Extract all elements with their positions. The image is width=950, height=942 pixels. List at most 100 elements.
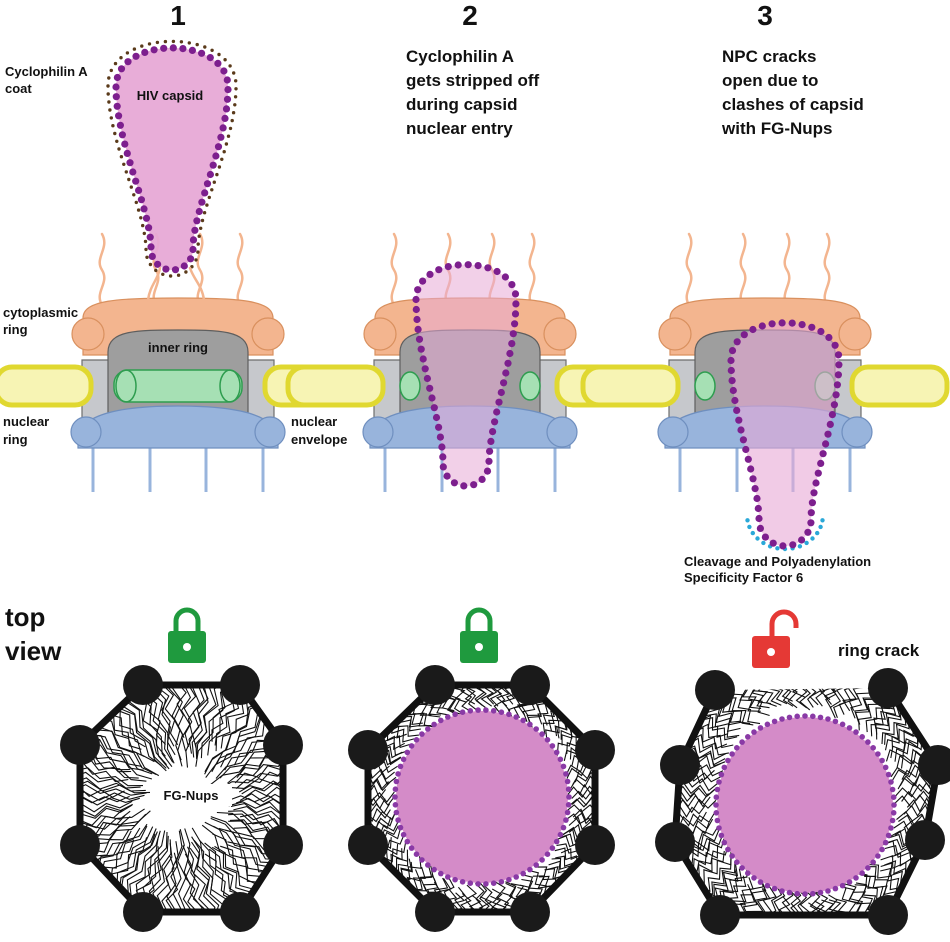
- capsid-dot: [215, 172, 219, 177]
- capsid-dot: [754, 504, 762, 513]
- cyclophilin-coat-label: Cyclophilin A coat: [5, 64, 91, 96]
- capsid-dot: [789, 541, 797, 549]
- capsid-dot: [127, 177, 131, 182]
- cytoplasmic-filament: [823, 232, 831, 307]
- capsid-dot: [506, 876, 512, 883]
- capsid-dot: [193, 217, 201, 225]
- capsid-dot: [196, 250, 200, 254]
- cpsf6-dot: [747, 524, 752, 530]
- capsid-dot: [769, 539, 777, 547]
- fg-nup-strand: [80, 808, 145, 839]
- capsid-dot: [501, 273, 509, 281]
- fg-nup-strand: [226, 795, 283, 806]
- capsid-cross-section: [396, 711, 568, 883]
- capsid-dot: [234, 79, 238, 83]
- capsid-dot: [393, 778, 400, 785]
- capsid-dot: [113, 61, 118, 66]
- capsid-dot: [808, 499, 817, 507]
- fg-nup-strand: [175, 685, 187, 738]
- capsid-dot: [716, 825, 722, 831]
- fg-nup-strand: [736, 879, 767, 915]
- capsid-dot: [563, 771, 569, 777]
- capsid-dot: [786, 889, 793, 896]
- capsid-dot: [888, 779, 894, 785]
- capsid-dot: [727, 356, 735, 365]
- capsid-dot: [510, 320, 519, 328]
- capsid-dot: [435, 266, 443, 274]
- nuclear-ring-bulb: [657, 416, 689, 448]
- capsid-dot: [853, 875, 859, 881]
- capsid-dot: [839, 721, 846, 728]
- capsid-dot: [824, 430, 832, 438]
- capsid-dot: [533, 862, 539, 868]
- capsid-dot: [889, 817, 896, 824]
- capsid-dot: [564, 809, 571, 816]
- capsid-dot: [430, 404, 438, 412]
- capsid-dot: [419, 857, 425, 863]
- fg-nup-strand: [233, 806, 283, 827]
- capsid-dot: [846, 879, 853, 885]
- capsid-dot: [735, 416, 743, 424]
- capsid-dot: [111, 124, 115, 128]
- capsid-dot: [757, 725, 764, 731]
- padlock-closed-icon: [168, 607, 206, 663]
- fg-nup-strand: [235, 797, 283, 813]
- capsid-dot: [459, 879, 466, 885]
- nuclear-ring-bulb: [254, 416, 286, 448]
- capsid-dot: [509, 330, 517, 338]
- capsid-dot: [203, 45, 207, 49]
- fg-nup-strand: [191, 841, 216, 912]
- capsid-dot: [885, 771, 892, 778]
- capsid-dot: [764, 882, 771, 889]
- capsid-dot: [438, 443, 446, 451]
- capsid-dot: [132, 52, 140, 60]
- fg-nup-strand: [239, 813, 283, 837]
- fg-nup-strand: [368, 787, 395, 805]
- top-view-3: [655, 668, 950, 935]
- capsid-dot: [511, 290, 520, 298]
- fg-nup-strand: [80, 800, 133, 817]
- hiv-capsid-entering: [416, 264, 516, 486]
- capsid-dot: [749, 475, 757, 483]
- capsid-dot: [115, 112, 123, 120]
- fg-nup-strand: [478, 882, 490, 912]
- capsid-dot: [210, 48, 214, 52]
- capsid-dot: [107, 76, 111, 80]
- capsid-dot: [436, 433, 444, 441]
- capsid-dot: [511, 310, 520, 318]
- capsid-dot: [834, 351, 843, 359]
- fg-nup-strand: [731, 875, 764, 915]
- capsid-dot: [817, 889, 824, 896]
- capsid-dot: [495, 398, 503, 406]
- green-transmembrane-ring: [113, 369, 243, 403]
- fg-nup-strand: [569, 775, 595, 790]
- capsid-dot: [859, 734, 865, 740]
- capsid-dot: [198, 198, 206, 206]
- nuclear-ring-bulb: [546, 416, 578, 448]
- capsid-dot: [483, 467, 492, 475]
- octagon-vertex: [655, 822, 695, 862]
- capsid-dot: [888, 825, 894, 831]
- capsid-dot: [565, 786, 572, 792]
- capsid-dot: [202, 211, 207, 215]
- fg-nup-strand: [80, 772, 146, 792]
- fg-nup-strand: [491, 888, 508, 912]
- capsid-dot: [223, 58, 227, 62]
- capsid-dot: [395, 771, 401, 777]
- capsid-dot: [506, 711, 512, 718]
- fg-nup-strand: [204, 702, 268, 775]
- hiv-capsid-outline: [727, 319, 843, 550]
- capsid-dot: [733, 406, 741, 414]
- octagon-vertex: [220, 892, 260, 932]
- fg-nup-strand: [218, 762, 283, 790]
- capsid-dot: [870, 745, 876, 751]
- fg-nup-strand: [782, 688, 798, 709]
- fg-nup-strand: [182, 845, 194, 912]
- capsid-dot: [460, 482, 468, 490]
- capsid-dot: [513, 874, 519, 880]
- capsid-dot: [189, 245, 197, 254]
- fg-nup-strand: [204, 701, 267, 773]
- fg-nup-strand: [493, 685, 513, 716]
- inner-ring-label: inner ring: [148, 340, 208, 355]
- capsid-dot: [142, 231, 146, 236]
